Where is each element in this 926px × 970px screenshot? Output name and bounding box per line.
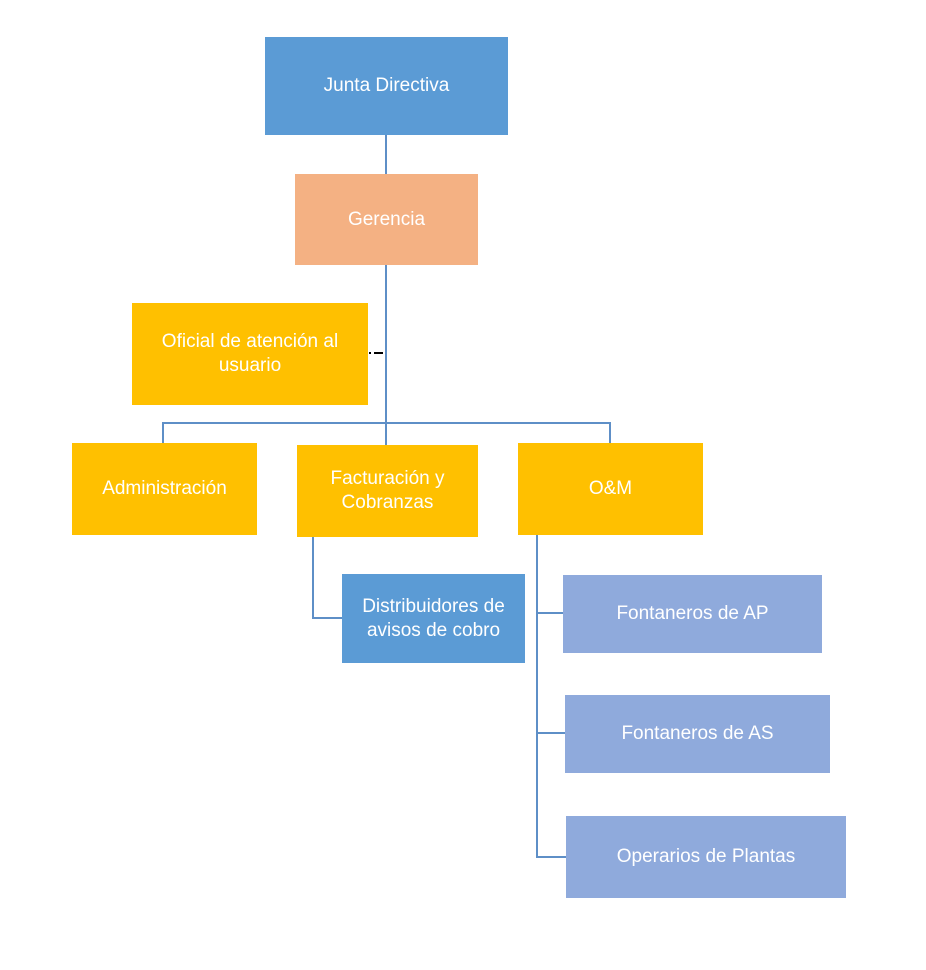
org-node-facturacion-cobranzas: Facturación y Cobranzas (297, 445, 478, 537)
org-node-distribuidores-avisos-cobro: Distribuidores de avisos de cobro (342, 574, 525, 663)
org-node-fontaneros-as: Fontaneros de AS (565, 695, 830, 773)
org-node-junta-directiva: Junta Directiva (265, 37, 508, 135)
org-node-gerencia: Gerencia (295, 174, 478, 265)
org-node-fontaneros-ap: Fontaneros de AP (563, 575, 822, 653)
org-node-oficial-atencion-usuario: Oficial de atención al usuario (132, 303, 368, 405)
org-node-administracion: Administración (72, 443, 257, 535)
connector-branch-bar (162, 422, 611, 443)
connector-oym-trunk (536, 535, 566, 858)
org-node-operarios-plantas: Operarios de Plantas (566, 816, 846, 898)
org-node-o-y-m: O&M (518, 443, 703, 535)
connector-facturacion-distribuidores (312, 537, 342, 619)
